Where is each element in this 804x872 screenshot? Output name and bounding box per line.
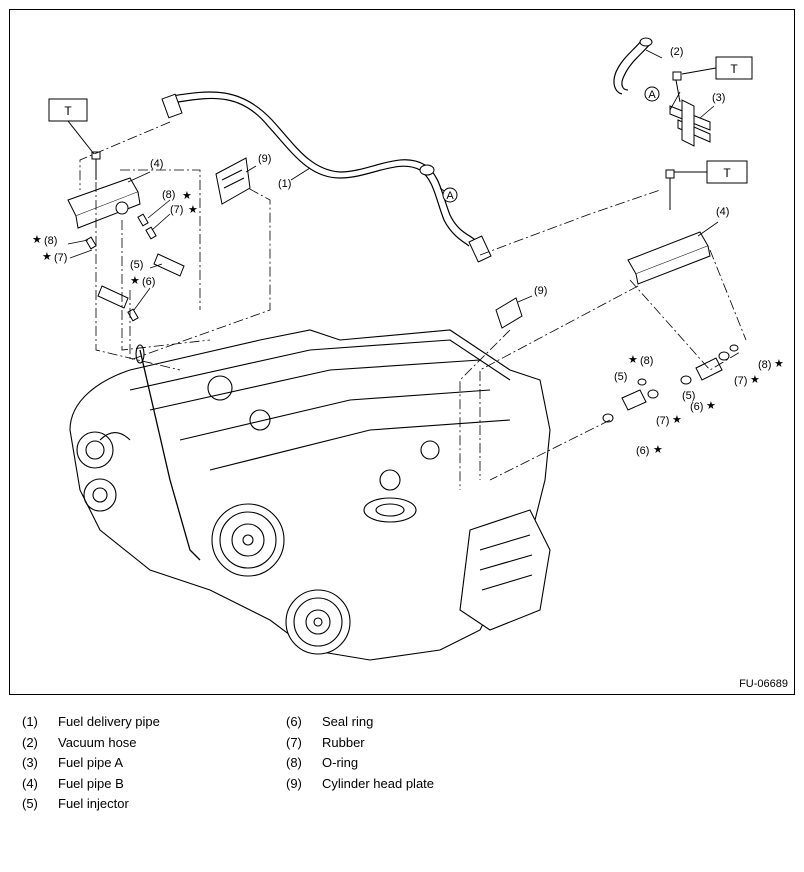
legend-number: (3) [22,755,38,770]
legend-item: (2) Vacuum hose [22,733,137,753]
legend-item: (4) Fuel pipe B [22,774,124,794]
exploded-view-figure: T T T A A (1) (2) (3) (4) (4) (8) ★ (7) … [9,9,795,695]
left-fuel-injectors [85,213,185,322]
legend-item: (7) Rubber [286,733,365,753]
star-mark: ★ [188,204,198,216]
left-cylinder-head-plate [215,157,251,205]
engine-assembly [69,329,551,661]
right-fuel-injectors [602,344,739,423]
view-mark-a-hose: A [644,86,660,102]
callout-7-left-b: (7) [54,252,67,264]
left-fuel-pipe-b [67,151,141,229]
callout-9-right: (9) [534,285,547,297]
fuel-pipe-a [669,71,711,147]
view-mark-a-pipe: A [442,187,458,203]
callout-8-right-b: (8) [758,359,771,371]
star-mark: ★ [628,354,638,366]
legend-item: (1) Fuel delivery pipe [22,712,160,732]
vacuum-hose [613,37,653,95]
callout-leaders [67,49,719,311]
star-mark: ★ [42,251,52,263]
callout-8-left-a: (8) [162,189,175,201]
legend-item: (5) Fuel injector [22,794,129,814]
callout-6-left: (6) [142,276,155,288]
legend-label: Vacuum hose [58,735,137,750]
legend-number: (9) [286,776,302,791]
torque-box-right: T [674,160,748,184]
legend-item: (8) O-ring [286,753,358,773]
callout-8-right-a: (8) [640,355,653,367]
figure-code: FU-06689 [739,678,788,690]
callout-3: (3) [712,92,725,104]
torque-box-label: T [64,104,72,118]
legend-number: (2) [22,735,38,750]
water-pump-pulley [285,589,351,655]
callout-4-left: (4) [150,158,163,170]
exploded-view-drawing: T T T A A (1) (2) (3) (4) (4) (8) ★ (7) … [32,37,784,661]
callout-2: (2) [670,46,683,58]
star-mark: ★ [182,190,192,202]
star-mark: ★ [750,374,760,386]
legend-label: Fuel pipe A [58,755,124,770]
legend-label: Fuel pipe B [58,776,124,791]
callout-6-right-b: (6) [690,401,703,413]
legend-item: (6) Seal ring [286,712,373,732]
legend-number: (7) [286,735,302,750]
legend-item: (9) Cylinder head plate [286,774,434,794]
star-mark: ★ [130,275,140,287]
fuel-delivery-pipe [161,91,492,263]
legend-label: Seal ring [322,714,374,729]
view-mark-label: A [446,190,454,202]
callout-5-left: (5) [130,259,143,271]
callout-7-left-a: (7) [170,204,183,216]
callout-4-right: (4) [716,206,729,218]
legend-label: Fuel delivery pipe [58,714,160,729]
callout-9-left: (9) [258,153,271,165]
legend-number: (5) [22,796,38,811]
crank-pulley [211,503,285,577]
star-mark: ★ [706,400,716,412]
parts-legend: (1) Fuel delivery pipe (2) Vacuum hose (3)… [22,712,582,822]
torque-box-label: T [730,62,738,76]
legend-number: (1) [22,714,38,729]
torque-box-label: T [723,166,731,180]
legend-number: (6) [286,714,302,729]
callout-7-right-b: (7) [734,375,747,387]
callout-1: (1) [278,178,291,190]
star-mark: ★ [672,414,682,426]
star-mark: ★ [653,444,663,456]
legend-item: (3) Fuel pipe A [22,753,123,773]
assembly-leader-lines [79,121,747,490]
callout-5-right-b: (5) [682,390,695,402]
callout-5-right-a: (5) [614,371,627,383]
legend-label: O-ring [322,755,359,770]
star-mark: ★ [32,234,42,246]
legend-number: (8) [286,755,302,770]
callout-6-right-a: (6) [636,445,649,457]
legend-label: Cylinder head plate [322,776,435,791]
view-mark-label: A [648,89,656,101]
callouts: (1) (2) (3) (4) (4) (8) ★ (7) ★ ★ (8) ★ … [32,46,784,457]
star-mark: ★ [774,358,784,370]
legend-label: Fuel injector [58,796,129,811]
torque-box-top-right: T [681,56,753,80]
legend-number: (4) [22,776,38,791]
legend-label: Rubber [322,735,365,750]
callout-8-left-b: (8) [44,235,57,247]
torque-box-left: T [48,98,95,155]
right-cylinder-head-plate [495,297,523,329]
right-fuel-pipe-b [627,169,711,285]
callout-7-right-a: (7) [656,415,669,427]
